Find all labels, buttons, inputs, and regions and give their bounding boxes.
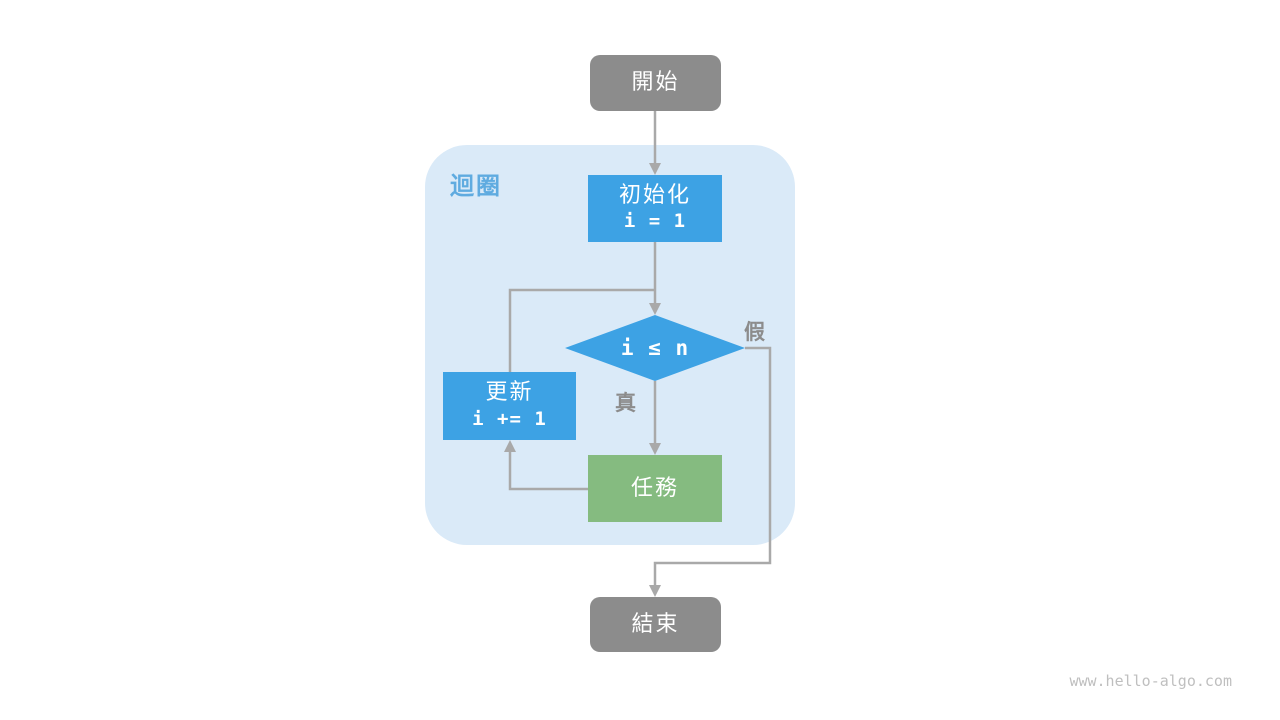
node-end: 結束 [590,597,721,652]
node-init-label: 初始化 [618,182,691,208]
node-task: 任務 [588,455,722,522]
node-start: 開始 [590,55,721,111]
watermark-url: www.hello-algo.com [1069,672,1232,690]
node-init-code: i = 1 [623,210,687,233]
loop-region-label: 迴圈 [450,172,502,200]
edge-label-false: 假 [744,320,766,344]
edge-label-true: 真 [615,391,637,415]
node-update-label: 更新 [485,380,534,406]
node-task-label: 任務 [630,475,679,501]
node-update: 更新 i += 1 [443,372,576,440]
node-start-label: 開始 [631,70,680,96]
node-init: 初始化 i = 1 [588,175,722,242]
arrowhead-into-end [649,585,661,597]
node-end-label: 結束 [631,611,680,637]
node-condition-label: i ≤ n [620,335,690,360]
node-update-code: i += 1 [472,407,547,430]
